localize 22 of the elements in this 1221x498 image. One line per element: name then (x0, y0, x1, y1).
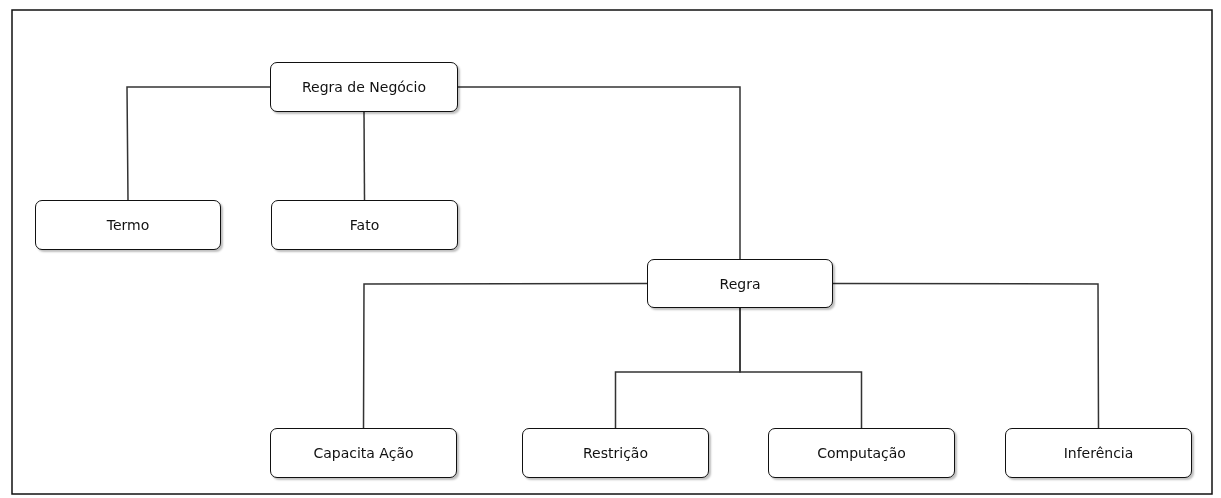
box-label: Termo (106, 217, 150, 233)
box-label: Regra (719, 275, 761, 292)
box-label: Capacita Ação (313, 445, 414, 461)
process-box (647, 259, 833, 308)
process-box (35, 200, 221, 250)
connector-line (126, 86, 271, 201)
connector-line (739, 307, 863, 429)
connector-line (363, 111, 366, 201)
process-box (1005, 428, 1192, 478)
box-label: Inferência (1063, 445, 1134, 461)
process-box (270, 428, 457, 478)
process-box (768, 428, 955, 478)
connector-line (457, 86, 741, 260)
process-box (270, 62, 458, 112)
connector-line (362, 282, 648, 429)
process-box (522, 428, 709, 478)
process-box (271, 200, 458, 250)
box-label: Computação (817, 445, 906, 461)
box-label: Restrição (583, 445, 648, 461)
box-label: Fato (349, 217, 380, 233)
connector-line (832, 282, 1100, 429)
box-label: Regra de Negócio (302, 79, 426, 95)
